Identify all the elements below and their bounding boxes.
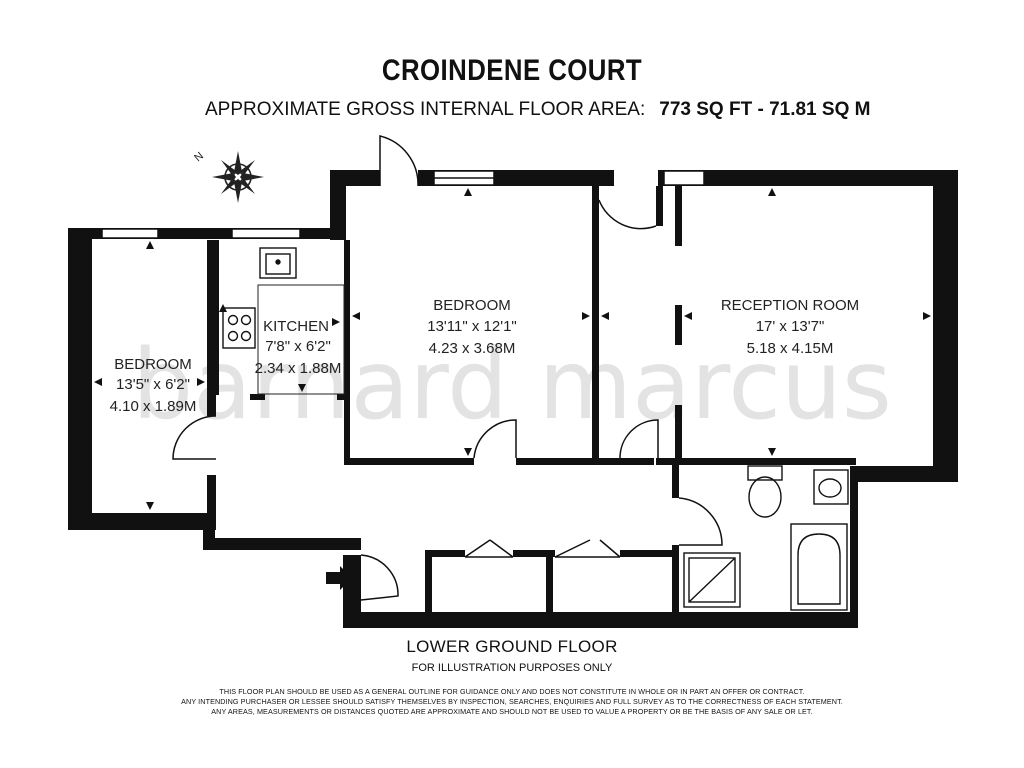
room-name: KITCHEN (263, 318, 329, 335)
room-metric: 4.10 x 1.89M (110, 398, 197, 415)
room-imperial: 13'11" x 12'1" (427, 318, 517, 335)
exterior-walls (68, 170, 958, 628)
basin-icon (813, 469, 849, 505)
interior-walls (213, 186, 856, 625)
shower-tray-icon (683, 552, 741, 608)
room-kitchen: KITCHEN 7'8" x 6'2" 2.34 x 1.88M (255, 318, 342, 377)
toilet-icon (747, 465, 783, 518)
floor-area-value: 773 SQ FT - 71.81 SQ M (659, 99, 871, 120)
disclaimer-line: THIS FLOOR PLAN SHOULD BE USED AS A GENE… (219, 687, 805, 696)
floor-area-subtitle: APPROXIMATE GROSS INTERNAL FLOOR AREA: 77… (205, 99, 870, 121)
room-imperial: 13'5" x 6'2" (116, 376, 190, 393)
floor-label: LOWER GROUND FLOOR (406, 637, 618, 656)
disclaimer-line: ANY INTENDING PURCHASER OR LESSEE SHOULD… (181, 697, 843, 706)
bathtub-icon (790, 523, 848, 611)
compass-north-label: N (192, 150, 206, 164)
windows (101, 170, 705, 239)
room-imperial: 17' x 13'7" (756, 318, 825, 335)
dimension-markers (94, 188, 931, 510)
watermark: barnard marcus (132, 329, 892, 441)
page-title: CROINDENE COURT (381, 54, 643, 87)
room-metric: 2.34 x 1.88M (255, 360, 342, 377)
room-reception: RECEPTION ROOM 17' x 13'7" 5.18 x 4.15M (721, 297, 859, 357)
doors (172, 135, 723, 601)
floor-area-label: APPROXIMATE GROSS INTERNAL FLOOR AREA: (205, 99, 646, 120)
room-name: RECEPTION ROOM (721, 297, 859, 314)
room-metric: 4.23 x 3.68M (429, 340, 516, 357)
entrance-arrow-icon (326, 566, 352, 590)
illustration-note: FOR ILLUSTRATION PURPOSES ONLY (411, 662, 613, 674)
disclaimer-line: ANY AREAS, MEASUREMENTS OR DISTANCES QUO… (211, 707, 813, 716)
room-bedroom-1: BEDROOM 13'11" x 12'1" 4.23 x 3.68M (427, 297, 517, 357)
room-imperial: 7'8" x 6'2" (265, 338, 331, 355)
room-metric: 5.18 x 4.15M (747, 340, 834, 357)
room-name: BEDROOM (433, 297, 511, 314)
room-name: BEDROOM (114, 356, 192, 373)
disclaimer: THIS FLOOR PLAN SHOULD BE USED AS A GENE… (0, 687, 1024, 717)
hob-icon (222, 307, 256, 349)
compass-icon (212, 151, 264, 203)
kitchen-worktop (257, 284, 345, 395)
room-bedroom-2: BEDROOM 13'5" x 6'2" 4.10 x 1.89M (110, 356, 197, 415)
kitchen-sink-icon (259, 247, 297, 279)
